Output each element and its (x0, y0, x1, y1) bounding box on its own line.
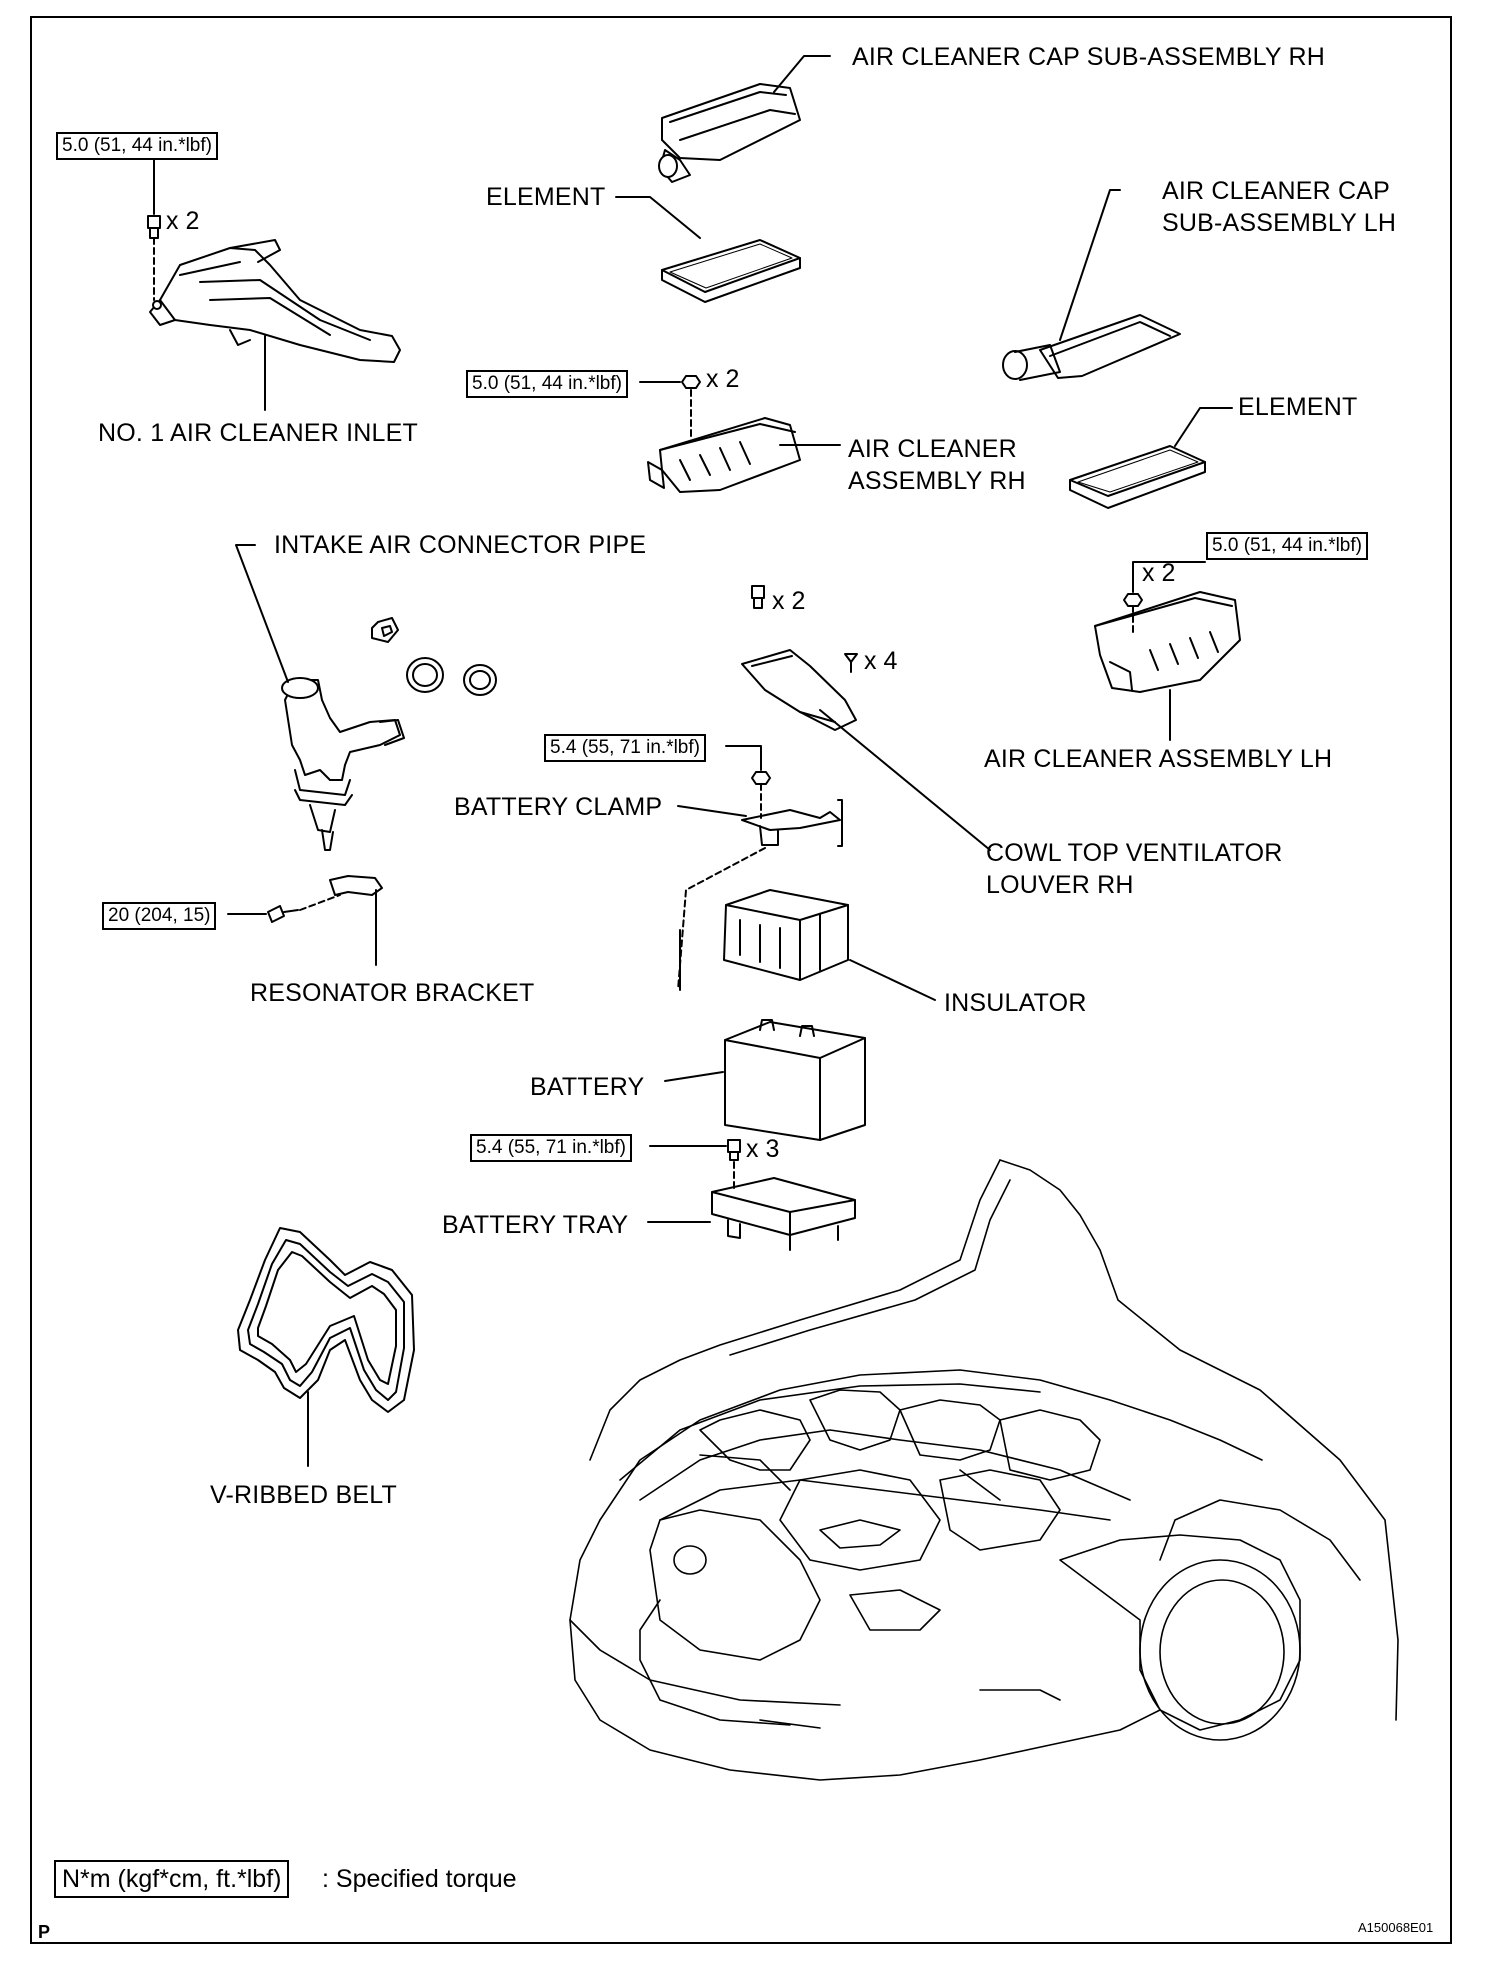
leader-intake-pipe (235, 544, 289, 683)
torque-inlet: 5.0 (51, 44 in.*lbf) (56, 132, 218, 160)
torque-battery-clamp: 5.4 (55, 71 in.*lbf) (544, 734, 706, 762)
battery-clamp-nut-icon (751, 771, 771, 785)
label-battery-tray: BATTERY TRAY (442, 1211, 629, 1239)
air-cleaner-cap-lh-drawing (1002, 314, 1181, 381)
legend-specified-torque: : Specified torque (322, 1865, 517, 1893)
battery-clamp-drawing (741, 799, 843, 847)
leader-cap-rh (773, 55, 831, 93)
label-element-rh: ELEMENT (486, 183, 606, 211)
label-air-cleaner-assembly-lh: AIR CLEANER ASSEMBLY LH (984, 745, 1333, 773)
inlet-bolt-icon (147, 215, 161, 239)
label-element-lh: ELEMENT (1238, 393, 1358, 421)
qty-tray-bolts: x 3 (746, 1135, 780, 1163)
label-v-ribbed-belt: V-RIBBED BELT (210, 1481, 397, 1509)
air-cleaner-cap-rh-drawing (658, 83, 801, 183)
label-resonator-bracket: RESONATOR BRACKET (250, 979, 535, 1007)
element-rh-drawing (661, 239, 801, 303)
qty-cowl-clips: x 4 (864, 647, 898, 675)
leader-element-rh (615, 196, 701, 239)
vehicle-drawing (569, 1159, 1399, 1781)
torque-resonator: 20 (204, 15) (102, 902, 217, 930)
label-air-cleaner-cap-rh: AIR CLEANER CAP SUB-ASSEMBLY RH (852, 43, 1326, 71)
label-intake-air-connector-pipe: INTAKE AIR CONNECTOR PIPE (274, 531, 647, 559)
qty-assembly-rh-nuts: x 2 (706, 365, 740, 393)
insulator-drawing (723, 889, 849, 981)
leader-cowl-louver (819, 709, 991, 851)
diagram-frame (30, 16, 1452, 1944)
battery-tray-drawing (711, 1177, 856, 1251)
leader-cap-lh (1059, 189, 1121, 341)
label-battery-clamp: BATTERY CLAMP (454, 793, 663, 821)
label-battery: BATTERY (530, 1073, 645, 1101)
hose-clamp-1-icon (371, 617, 399, 643)
label-assembly-rh-line2: ASSEMBLY RH (848, 467, 1026, 495)
assembly-rh-nut-icon (681, 375, 701, 389)
leader-battery-clamp (677, 805, 747, 817)
label-air-cleaner-cap-lh-line2: SUB-ASSEMBLY LH (1162, 209, 1397, 237)
qty-assembly-lh-nuts: x 2 (1142, 559, 1176, 587)
qty-inlet-bolts: x 2 (166, 207, 200, 235)
hose-clamp-2-icon (406, 657, 444, 693)
label-cowl-louver-line1: COWL TOP VENTILATOR (986, 839, 1283, 867)
qty-cowl-bolts: x 2 (772, 587, 806, 615)
torque-assembly-lh: 5.0 (51, 44 in.*lbf) (1206, 532, 1368, 560)
battery-drawing (724, 1019, 866, 1141)
resonator-bolt-icon (267, 905, 299, 923)
resonator-bracket-drawing (329, 875, 383, 896)
label-insulator: INSULATOR (944, 989, 1087, 1017)
leader-assembly-lh-torque (1132, 561, 1206, 593)
leader-insulator (849, 959, 936, 1001)
label-cowl-louver-line2: LOUVER RH (986, 871, 1134, 899)
torque-battery-tray: 5.4 (55, 71 in.*lbf) (470, 1134, 632, 1162)
resonator-dashline (299, 894, 341, 911)
label-air-cleaner-cap-lh-line1: AIR CLEANER CAP (1162, 177, 1391, 205)
label-no1-air-cleaner-inlet: NO. 1 AIR CLEANER INLET (98, 419, 418, 447)
page-mark: P (38, 1922, 51, 1942)
label-assembly-rh-line1: AIR CLEANER (848, 435, 1017, 463)
leader-element-lh (1174, 407, 1233, 447)
cowl-louver-drawing (741, 649, 857, 731)
v-ribbed-belt-drawing (237, 1227, 415, 1413)
air-cleaner-assembly-rh-drawing (647, 417, 801, 493)
cowl-bolt-icon (751, 585, 765, 609)
leader-clamp-torque (725, 745, 762, 771)
hose-clamp-3-icon (463, 664, 497, 696)
assembly-lh-nut-icon (1123, 593, 1143, 607)
leader-battery (664, 1071, 724, 1082)
air-cleaner-assembly-lh-drawing (1094, 591, 1241, 693)
element-lh-drawing (1069, 445, 1206, 509)
cowl-clip-icon (844, 653, 858, 673)
tray-bolt-icon (727, 1139, 741, 1161)
legend-torque-units: N*m (kgf*cm, ft.*lbf) (54, 1860, 290, 1898)
intake-pipe-drawing (281, 677, 405, 851)
figure-code: A150068E01 (1358, 1920, 1434, 1935)
torque-assembly-rh: 5.0 (51, 44 in.*lbf) (466, 370, 628, 398)
no1-inlet-drawing (149, 239, 401, 363)
